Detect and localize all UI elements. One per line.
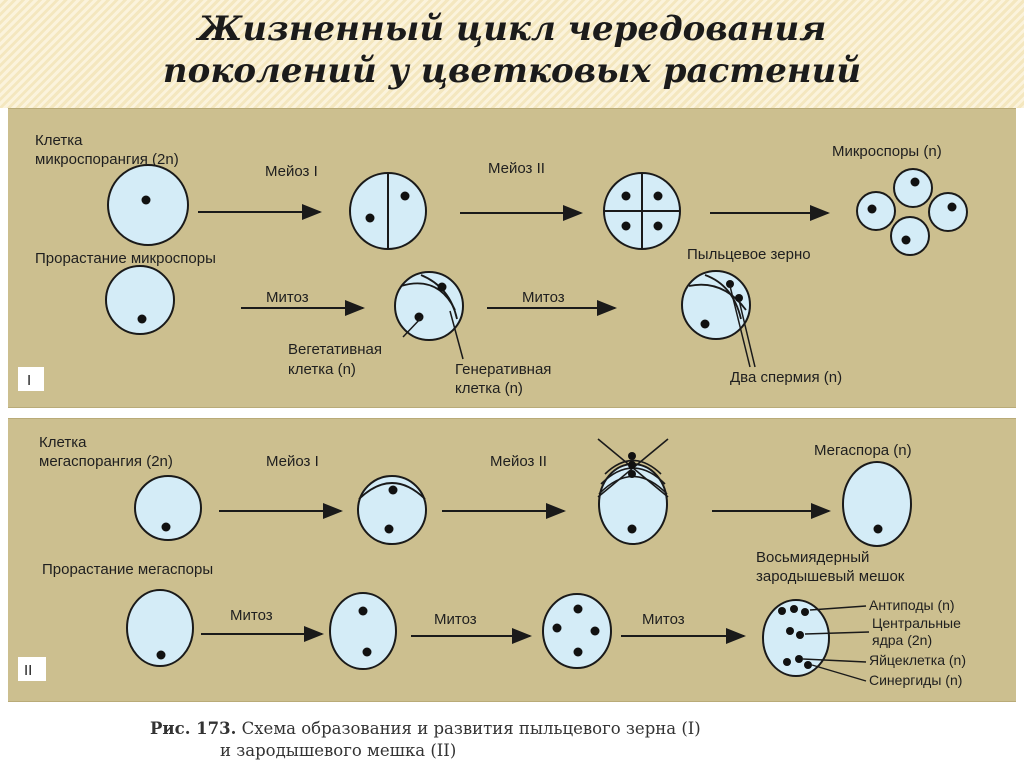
cell-after-meiosis-2 xyxy=(598,439,668,544)
cell-microspore-germination xyxy=(106,266,174,334)
label-sac-line1: Восьмиядерный xyxy=(756,549,869,566)
diagram-microsporogenesis: Клетка микроспорангия (2n) Мейоз I Мейоз… xyxy=(8,109,1016,407)
label-antipodes: Антиподы (n) xyxy=(869,597,955,613)
leader-synergids xyxy=(812,665,866,681)
label-synergids: Синергиды (n) xyxy=(869,672,962,688)
label-mitosis-a: Митоз xyxy=(230,607,273,624)
diagram-megasporogenesis: Клетка мегаспорангия (2n) Мейоз I Мейоз … xyxy=(8,419,1016,701)
label-vegetative-line1: Вегетативная xyxy=(288,341,382,358)
label-meiosis-1: Мейоз I xyxy=(265,163,318,180)
roman-numeral: II xyxy=(24,662,32,679)
label-cell-line1: Клетка xyxy=(35,132,83,149)
figure-caption: Рис. 173. Схема образования и развития п… xyxy=(150,718,910,762)
cell-mitosis-pollen xyxy=(395,272,463,340)
label-germination: Прорастание микроспоры xyxy=(35,250,216,267)
microspores xyxy=(857,169,967,255)
cell-megaspore-germination xyxy=(127,590,193,666)
label-central-line1: Центральные xyxy=(872,615,961,631)
label-mitosis-b: Митоз xyxy=(434,611,477,628)
cell-microsporangium xyxy=(108,165,188,245)
cell-megaspore xyxy=(843,462,911,546)
label-sac-line2: зародышевый мешок xyxy=(756,568,905,585)
label-mitosis-a: Митоз xyxy=(266,289,309,306)
label-central-line2: ядра (2n) xyxy=(872,632,932,648)
panel-megasporogenesis: Клетка мегаспорангия (2n) Мейоз I Мейоз … xyxy=(8,418,1016,702)
label-cell-line1: Клетка xyxy=(39,434,87,451)
cell-four-nuclei xyxy=(543,594,611,668)
label-two-sperm: Два спермия (n) xyxy=(730,369,842,386)
leader-antipodes xyxy=(810,606,866,610)
roman-numeral: I xyxy=(27,372,31,389)
slide-title: Жизненный цикл чередования поколений у ц… xyxy=(0,8,1024,92)
cell-tetrad xyxy=(604,173,680,249)
caption-figure-number: Рис. 173. xyxy=(150,719,236,738)
label-germination: Прорастание мегаспоры xyxy=(42,561,213,578)
label-pollen-grain: Пыльцевое зерно xyxy=(687,246,811,263)
label-egg: Яйцеклетка (n) xyxy=(869,652,966,668)
cell-embryo-sac xyxy=(763,600,829,676)
title-line-2: поколений у цветковых растений xyxy=(0,50,1024,92)
label-mitosis-b: Митоз xyxy=(522,289,565,306)
label-vegetative-line2: клетка (n) xyxy=(288,361,356,378)
cell-two-nuclei xyxy=(330,593,396,669)
label-microspores: Микроспоры (n) xyxy=(832,143,942,160)
label-cell-line2: мегаспорангия (2n) xyxy=(39,453,173,470)
label-meiosis-2: Мейоз II xyxy=(488,160,545,177)
caption-line-2: и зародышевого мешка (II) xyxy=(150,740,910,762)
cell-megasporangium xyxy=(135,476,201,540)
label-generative-line1: Генеративная xyxy=(455,361,551,378)
cell-after-meiosis-1 xyxy=(358,476,426,544)
panel-microsporogenesis: Клетка микроспорангия (2n) Мейоз I Мейоз… xyxy=(8,108,1016,408)
label-mitosis-c: Митоз xyxy=(642,611,685,628)
cell-after-meiosis-1 xyxy=(350,173,426,249)
label-meiosis-1: Мейоз I xyxy=(266,453,319,470)
label-generative-line2: клетка (n) xyxy=(455,380,523,397)
label-meiosis-2: Мейоз II xyxy=(490,453,547,470)
title-line-1: Жизненный цикл чередования xyxy=(0,8,1024,50)
label-megaspore: Мегаспора (n) xyxy=(814,442,912,459)
caption-line-1: Схема образования и развития пыльцевого … xyxy=(242,719,701,738)
